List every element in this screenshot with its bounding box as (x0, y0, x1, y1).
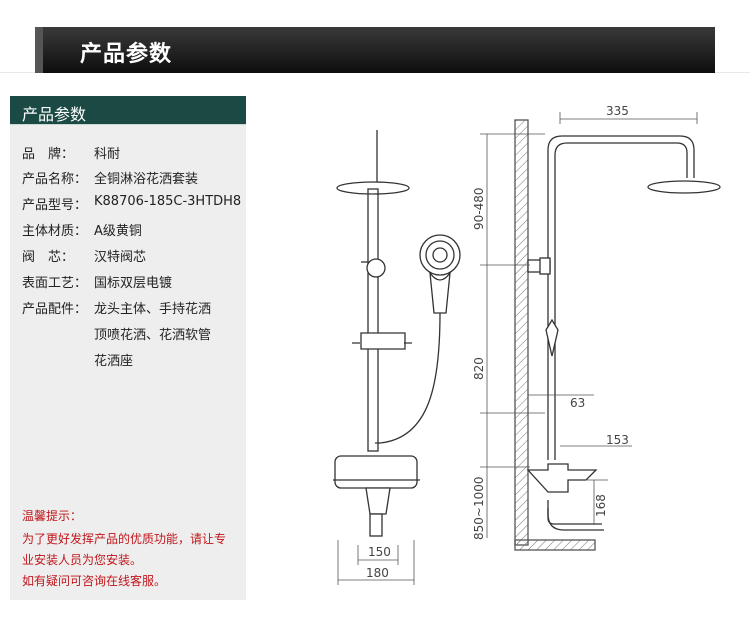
spec-label: 主体材质： (22, 224, 88, 239)
spec-value: 全铜淋浴花洒套装 (94, 172, 199, 187)
dim-top-height: 90-480 (472, 187, 486, 230)
notice-line: 如有疑问可咨询在线客服。 (22, 574, 167, 588)
spec-row-name: 产品名称： 全铜淋浴花洒套装 (22, 168, 198, 187)
front-holder-bracket (360, 332, 406, 350)
notice-title: 温馨提示： (22, 509, 83, 523)
spec-panel (10, 96, 246, 600)
dim-column: 820 (472, 357, 486, 380)
spec-row-valve: 阀 芯： 汉特阀芯 (22, 246, 146, 265)
dim-spout-height: 168 (594, 494, 608, 517)
front-valve-body (334, 455, 418, 489)
front-spout-front (365, 487, 391, 515)
spec-label: 产品配件： (22, 302, 88, 317)
spec-panel-title: 产品参数 (22, 105, 87, 124)
dim-offset: 63 (570, 396, 585, 410)
spec-value: K88706-185C-3HTDH8 (94, 194, 242, 209)
banner-title: 产品参数 (80, 42, 173, 67)
spec-label: 表面工艺： (22, 276, 88, 291)
spec-value: 汉特阀芯 (94, 250, 147, 265)
floor-hatch (514, 539, 596, 551)
side-shower-head (647, 180, 721, 194)
spec-row-accessories: 产品配件： 龙头主体、手持花洒 (22, 298, 211, 317)
dim-spout: 153 (606, 433, 629, 447)
dim-mount-height: 850~1000 (472, 477, 486, 541)
header-banner (35, 27, 715, 73)
spec-accessories-continued: 顶喷花洒、花洒软管 (94, 328, 212, 343)
side-riser-arm (547, 135, 695, 460)
spec-row-material: 主体材质： A级黄铜 (22, 220, 142, 239)
spec-panel-header (10, 96, 246, 125)
notice-line: 业安装人员为您安装。 (22, 553, 143, 567)
spec-value: A级黄铜 (94, 224, 142, 239)
side-valve (526, 463, 598, 493)
front-hose (375, 312, 441, 444)
front-diverter-knob (366, 258, 386, 278)
spec-label: 产品型号： (22, 198, 88, 213)
dim-top-width: 335 (606, 104, 629, 118)
spec-value: 国标双层电镀 (94, 276, 173, 291)
spec-value: 龙头主体、手持花洒 (94, 302, 212, 317)
spec-row-finish: 表面工艺： 国标双层电镀 (22, 272, 172, 291)
spec-accessories-continued: 花洒座 (94, 354, 134, 369)
spec-value: 科耐 (94, 147, 121, 162)
spec-row-model: 产品型号： K88706-185C-3HTDH8 (22, 194, 241, 213)
front-riser-pipe (367, 188, 379, 452)
spec-label: 产品名称： (22, 172, 88, 187)
spec-label: 阀 芯： (22, 250, 75, 265)
notice-line: 为了更好发挥产品的优质功能，请让专 (22, 532, 227, 546)
dim-base-width: 180 (366, 566, 389, 580)
front-shower-head (336, 181, 410, 195)
side-holder (545, 318, 559, 357)
spec-row-brand: 品 牌： 科耐 (22, 143, 120, 162)
front-handshower-handle (429, 270, 451, 314)
wall-hatch (514, 119, 529, 546)
spec-label: 品 牌： (22, 147, 75, 162)
dim-valve-width: 150 (368, 545, 391, 559)
